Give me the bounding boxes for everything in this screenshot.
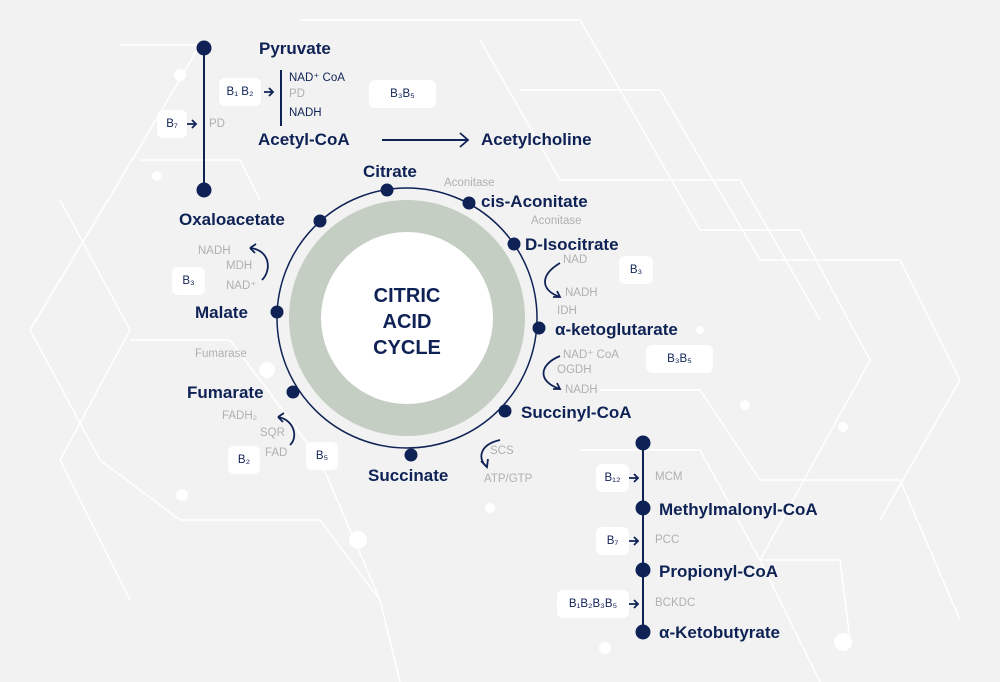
aconitase-enzyme-2: Aconitase: [531, 215, 582, 227]
vitamin-b3-badge: B₃: [619, 256, 653, 284]
vitamin-b3-badge: B₃: [172, 267, 205, 295]
center-title: CITRIC ACID CYCLE: [347, 283, 467, 361]
pathway-lines: [196, 40, 651, 640]
vitamin-b7-badge: B₇: [596, 527, 629, 555]
pd-enzyme: PD: [289, 88, 305, 100]
center-title-line: CITRIC: [373, 285, 441, 307]
label-fumarate: Fumarate: [187, 383, 264, 402]
vitamin-b3b5-badge: B₃B₅: [646, 345, 713, 373]
vitamin-b12-badge: B₁₂: [596, 464, 629, 492]
vitamin-b2-badge: B₂: [228, 446, 260, 474]
label-succinate: Succinate: [368, 466, 449, 485]
background-hex-pattern: [29, 19, 961, 682]
nadh-text: NADH: [289, 107, 322, 119]
nadh-text: NADH: [565, 384, 598, 396]
label-pyruvate: Pyruvate: [259, 39, 331, 58]
scs-enzyme: SCS: [490, 445, 514, 457]
label-alpha-ketobutyrate: α-Ketobutyrate: [659, 623, 780, 642]
nad-coa-text: NAD⁺ CoA: [289, 72, 345, 84]
label-methylmalonyl-coa: Methylmalonyl-CoA: [659, 500, 818, 519]
idh-enzyme: IDH: [557, 305, 577, 317]
fad-text: FAD: [265, 447, 288, 459]
vitamin-b1-b2-badge: B₁ B₂: [219, 78, 261, 106]
pd-enzyme-2: PD: [209, 118, 225, 130]
cycle-nodes: [270, 183, 546, 462]
mcm-enzyme: MCM: [655, 471, 683, 483]
label-d-isocitrate: D-Isocitrate: [525, 235, 619, 254]
aconitase-enzyme: Aconitase: [444, 177, 495, 189]
pcc-enzyme: PCC: [655, 534, 680, 546]
vitamin-b5-badge: B₅: [306, 442, 338, 470]
nadh-text: NADH: [565, 287, 598, 299]
vitamin-b7-badge: B₇: [157, 110, 187, 138]
label-acetylcholine: Acetylcholine: [481, 130, 592, 149]
vitamin-b1b2b3b5-badge: B₁B₂B₃B₅: [557, 590, 629, 618]
fadh2-text: FADH₂: [222, 410, 258, 422]
label-propionyl-coa: Propionyl-CoA: [659, 562, 778, 581]
label-alpha-ketoglutarate: α-ketoglutarate: [555, 320, 678, 339]
vitamin-b3b5-badge: B₃B₅: [369, 80, 436, 108]
label-cis-aconitate: cis-Aconitate: [481, 192, 588, 211]
label-malate: Malate: [195, 303, 248, 322]
nad-text: NAD: [563, 254, 588, 266]
atp-gtp-text: ATP/GTP: [484, 473, 533, 485]
label-acetyl-coa: Acetyl-CoA: [258, 130, 350, 149]
center-title-line: CYCLE: [373, 337, 441, 359]
background-dots: [152, 69, 852, 654]
sqr-enzyme: SQR: [260, 427, 285, 439]
mdh-enzyme: MDH: [226, 260, 253, 272]
center-title-line: ACID: [382, 311, 432, 333]
bckdc-enzyme: BCKDC: [655, 597, 696, 609]
label-oxaloacetate: Oxaloacetate: [179, 210, 285, 229]
fumarase-enzyme: Fumarase: [195, 348, 247, 360]
label-citrate: Citrate: [363, 162, 417, 181]
ogdh-enzyme: OGDH: [557, 364, 592, 376]
label-succinyl-coa: Succinyl-CoA: [521, 403, 632, 422]
nadh-text: NADH: [198, 245, 231, 257]
cycle-center: [321, 232, 493, 404]
arrows: [187, 87, 640, 609]
nad-plus-text: NAD⁺: [226, 280, 257, 292]
nad-coa-text: NAD⁺ CoA: [563, 349, 619, 361]
